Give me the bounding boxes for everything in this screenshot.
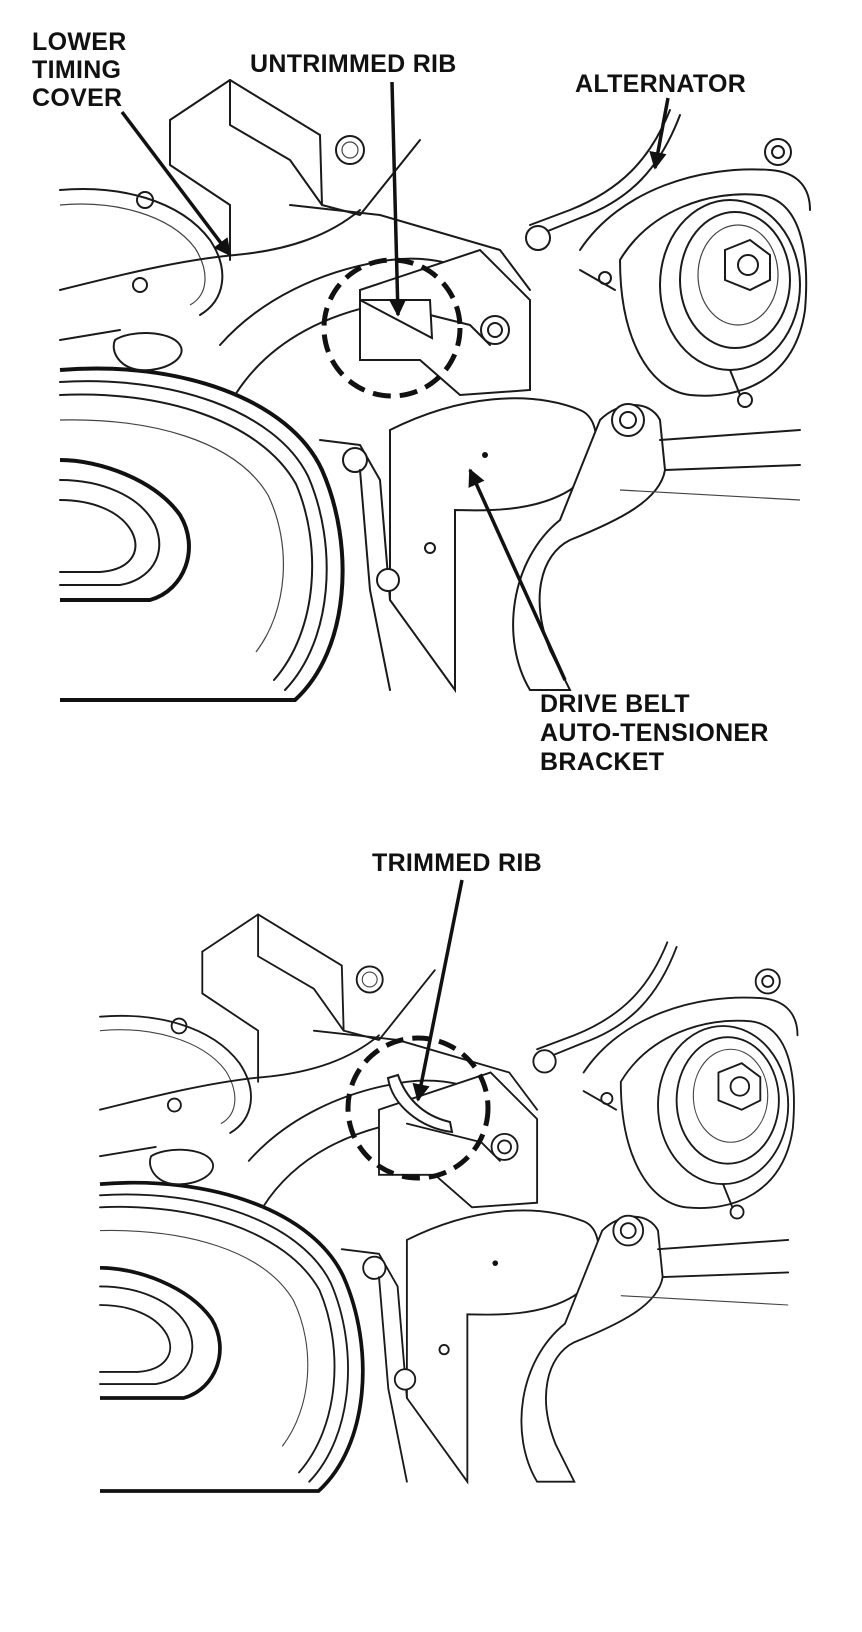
alternator-arrow [649,97,670,170]
alternator-label: ALTERNATOR [575,70,746,98]
trimmed-rib-arrow [412,879,464,1102]
drive-belt-bracket-line-1: DRIVE BELT [540,690,690,718]
lower-timing-cover-line-1: LOWER [32,28,127,56]
trimmed-rib-label: TRIMMED RIB [372,849,542,877]
trimmed-rib-shape [386,1073,454,1134]
trimmed-rib-highlight-circle [345,1035,491,1181]
untrimmed-rib-label: UNTRIMMED RIB [250,50,457,78]
top-diagram: LOWER TIMING COVER UNTRIMMED RIB ALTERNA… [32,28,812,776]
lower-timing-cover-line-3: COVER [32,84,122,112]
untrimmed-rib-highlight-circle [321,257,463,399]
untrimmed-rib-arrow [388,81,407,317]
bottom-diagram: TRIMMED RIB [98,849,800,1493]
drive-belt-bracket-label: DRIVE BELT AUTO-TENSIONER BRACKET [540,690,776,776]
lower-timing-cover-label: LOWER TIMING COVER [32,28,134,112]
lower-timing-cover-line-2: TIMING [32,56,121,84]
drive-belt-bracket-arrow [468,468,567,681]
drive-belt-bracket-line-2: AUTO-TENSIONER [540,719,769,747]
lower-timing-cover-arrow [120,110,232,257]
drive-belt-bracket-line-3: BRACKET [540,748,664,776]
